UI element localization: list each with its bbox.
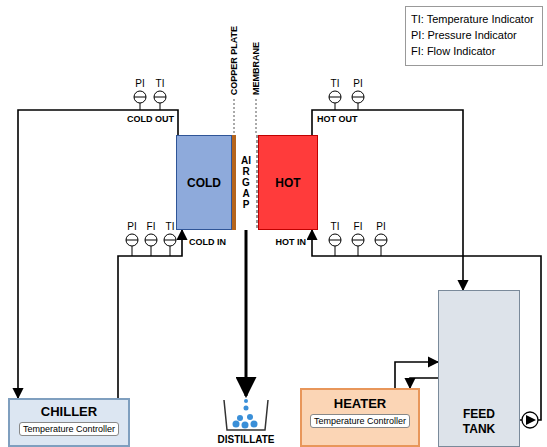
pipe-connector <box>245 230 248 396</box>
instrument-circle <box>126 234 138 246</box>
node-title: TI: Temperature Indicator <box>411 12 537 28</box>
instrument-stem <box>358 103 359 110</box>
feed-tank: FEED TANK <box>438 290 520 447</box>
node-title: HEATER <box>334 396 386 411</box>
heater-unit: HEATER Temperature Controller <box>300 388 420 447</box>
instrument-bar <box>352 240 364 241</box>
drop <box>251 421 258 428</box>
instrument-tag: TI <box>331 78 340 89</box>
instrument-bar <box>352 97 364 98</box>
node-title: DISTILLATE <box>217 434 274 445</box>
distillate-beaker: DISTILLATE <box>211 396 281 447</box>
instrument-stem <box>358 246 359 256</box>
instrument-tag: PI <box>353 78 362 89</box>
instrument-stem <box>151 246 152 256</box>
stream-label: HOT OUT <box>316 114 359 124</box>
instrument-stem <box>170 246 171 256</box>
node-subtext: Temperature Controller <box>310 414 410 428</box>
pipe-connector <box>312 110 463 290</box>
drop <box>242 422 249 429</box>
instrument-tag: FI <box>354 221 363 232</box>
legend-box: TI: Temperature IndicatorPI: Pressure In… <box>405 6 543 66</box>
part-label: MEMBRANE <box>251 42 261 95</box>
instrument-circle <box>329 234 341 246</box>
pipe-connector <box>118 230 182 398</box>
pipe-connector <box>410 378 438 388</box>
leader-line <box>256 99 257 133</box>
distillate-drops <box>233 399 258 429</box>
instrument-circle <box>164 234 176 246</box>
node-subtext: PI: Pressure Indicator <box>411 28 537 44</box>
instrument-circle <box>375 234 387 246</box>
instrument-circle <box>329 91 341 103</box>
instrument-bar <box>375 240 387 241</box>
instrument-stem <box>132 246 133 256</box>
node-title: COLD <box>187 176 221 190</box>
instrument-tag: FI <box>147 221 156 232</box>
instrument-symbols <box>126 91 387 256</box>
instrument-stem <box>335 103 336 110</box>
drop <box>237 415 243 421</box>
drop <box>244 399 248 403</box>
instrument-stem <box>140 103 141 110</box>
instrument-circle <box>145 234 157 246</box>
node-title: FEED TANK <box>454 407 504 436</box>
node-subtext: Temperature Controller <box>19 422 119 436</box>
node-title: CHILLER <box>41 404 97 419</box>
part-label: COPPER PLATE <box>229 26 239 95</box>
instrument-bar <box>164 240 176 241</box>
instrument-circle <box>154 91 166 103</box>
instrument-tag: PI <box>376 221 385 232</box>
instrument-bar <box>126 240 138 241</box>
node-subtext: FI: Flow Indicator <box>411 44 537 60</box>
node-title: HOT <box>275 176 300 190</box>
pipe-connector <box>395 362 438 388</box>
instrument-stem <box>335 246 336 256</box>
drop <box>247 414 253 420</box>
instrument-stem <box>381 246 382 256</box>
instrument-tag: TI <box>331 221 340 232</box>
instrument-bar <box>154 97 166 98</box>
instrument-circle <box>352 234 364 246</box>
air-gap: AIRGAP <box>236 135 256 230</box>
stream-label: COLD OUT <box>126 114 175 124</box>
instrument-circle <box>134 91 146 103</box>
hot-channel: HOT <box>258 135 318 230</box>
stream-label: HOT IN <box>275 237 308 247</box>
chiller-unit: CHILLER Temperature Controller <box>8 398 130 447</box>
instrument-bar <box>329 240 341 241</box>
cold-channel: COLD <box>176 135 232 230</box>
drop <box>233 421 240 428</box>
instrument-tag: PI <box>135 78 144 89</box>
beaker <box>224 400 268 430</box>
instrument-tag: TI <box>166 221 175 232</box>
instrument-bar <box>134 97 146 98</box>
instrument-bar <box>329 97 341 98</box>
instrument-stem <box>160 103 161 110</box>
pipe-connector <box>18 110 178 398</box>
instrument-tag: TI <box>156 78 165 89</box>
stream-label: COLD IN <box>188 237 227 247</box>
node-title: AIRGAP <box>241 155 251 210</box>
pump-symbol <box>522 412 538 428</box>
leader-line <box>234 99 235 133</box>
drop <box>244 406 249 411</box>
pump-triangle <box>526 415 536 425</box>
instrument-tag: PI <box>127 221 136 232</box>
instrument-circle <box>352 91 364 103</box>
instrument-bar <box>145 240 157 241</box>
